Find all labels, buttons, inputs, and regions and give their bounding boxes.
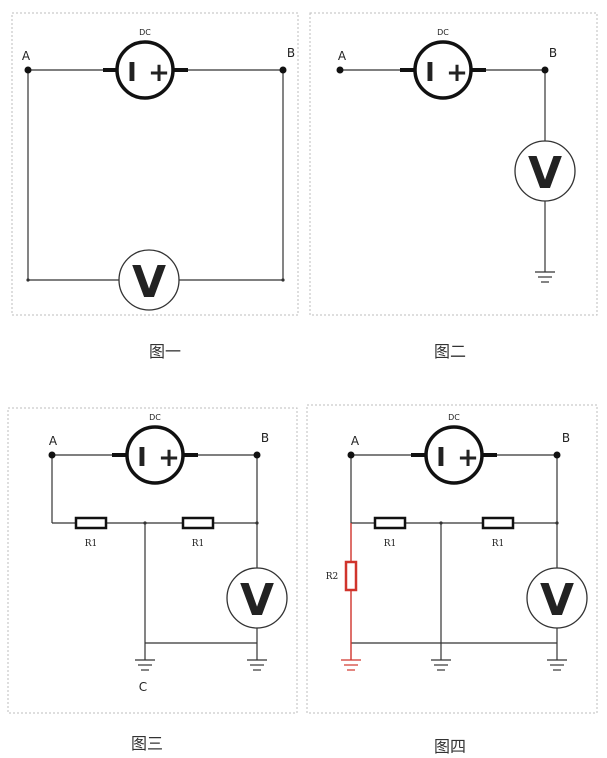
node-b-label: B (549, 46, 557, 60)
ground-icon (135, 659, 155, 671)
resistor-r2: R2 (326, 560, 358, 592)
node-a-dot (336, 66, 344, 74)
figure-3: I + DC A B R1 R1 V C (7, 407, 298, 753)
voltmeter-symbol: V (240, 575, 274, 626)
node-b-label: B (562, 431, 570, 445)
source-minus-glyph: I (127, 58, 137, 88)
caption-figure-3: 图三 (131, 734, 163, 753)
junction-dot (439, 521, 443, 525)
resistor-r1-left: R1 (373, 516, 407, 549)
ground-icon (431, 659, 451, 671)
voltmeter-symbol: V (528, 148, 562, 199)
junction-dot (26, 278, 30, 282)
dc-source: I + DC (411, 413, 497, 485)
resistor-label: R1 (492, 539, 505, 549)
source-plus-glyph: + (158, 443, 180, 473)
figure-3-frame (7, 407, 298, 714)
resistor-label: R2 (326, 572, 339, 582)
dc-source: I + DC (400, 28, 486, 100)
ground-icon (247, 659, 267, 671)
figure-2-frame (309, 12, 598, 316)
figure-1-frame (11, 12, 299, 316)
node-b-dot (541, 66, 549, 74)
source-plus-glyph: + (457, 443, 479, 473)
caption-figure-4: 图四 (434, 737, 466, 756)
caption-figure-1: 图一 (149, 342, 181, 361)
junction-dot (255, 521, 259, 525)
dc-source: I + DC (112, 413, 198, 485)
resistor-r1-right: R1 (481, 516, 515, 549)
resistor-r1-right: R1 (181, 516, 215, 549)
node-a-dot (48, 451, 56, 459)
voltmeter: V (226, 567, 288, 629)
figure-2-wires (340, 69, 546, 272)
ground-icon (547, 659, 567, 671)
figure-4-frame (306, 404, 598, 714)
figure-4-wires (350, 454, 558, 660)
caption-figure-2: 图二 (434, 342, 466, 361)
source-label: DC (149, 413, 161, 422)
source-minus-glyph: I (425, 58, 435, 88)
junction-dot (555, 521, 559, 525)
figure-4: I + DC A B R1 R1 R2 V (306, 404, 598, 756)
resistor-label: R1 (384, 539, 397, 549)
figure-3-wires (51, 454, 258, 660)
node-a-label: A (22, 49, 31, 63)
source-plus-glyph: + (148, 58, 170, 88)
node-a-label: A (338, 49, 347, 63)
source-label: DC (437, 28, 449, 37)
dc-source: I + DC (103, 28, 188, 100)
source-minus-glyph: I (436, 443, 446, 473)
junction-dot (281, 278, 285, 282)
node-b-dot (253, 451, 261, 459)
ground-icon (341, 659, 361, 671)
source-plus-glyph: + (446, 58, 468, 88)
figure-1: I + DC A B V 图一 (11, 12, 299, 361)
figure-1-wires (27, 69, 284, 281)
voltmeter: V (514, 140, 576, 202)
resistor-r1-left: R1 (74, 516, 108, 549)
node-c-label: C (139, 680, 147, 694)
voltmeter-symbol: V (132, 257, 166, 308)
node-a-label: A (351, 434, 360, 448)
source-minus-glyph: I (137, 443, 147, 473)
voltmeter: V (118, 249, 180, 311)
resistor-label: R1 (85, 539, 98, 549)
ground-icon (535, 271, 555, 283)
node-b-dot (553, 451, 561, 459)
resistor-label: R1 (192, 539, 205, 549)
node-b-label: B (261, 431, 269, 445)
figure-2: I + DC A B V 图二 (309, 12, 598, 361)
node-b-dot (279, 66, 287, 74)
node-a-dot (347, 451, 355, 459)
source-label: DC (139, 28, 151, 37)
junction-dot (143, 521, 147, 525)
node-a-label: A (49, 434, 58, 448)
source-label: DC (448, 413, 460, 422)
node-a-dot (24, 66, 32, 74)
voltmeter-symbol: V (540, 575, 574, 626)
node-b-label: B (287, 46, 295, 60)
voltmeter: V (526, 567, 588, 629)
